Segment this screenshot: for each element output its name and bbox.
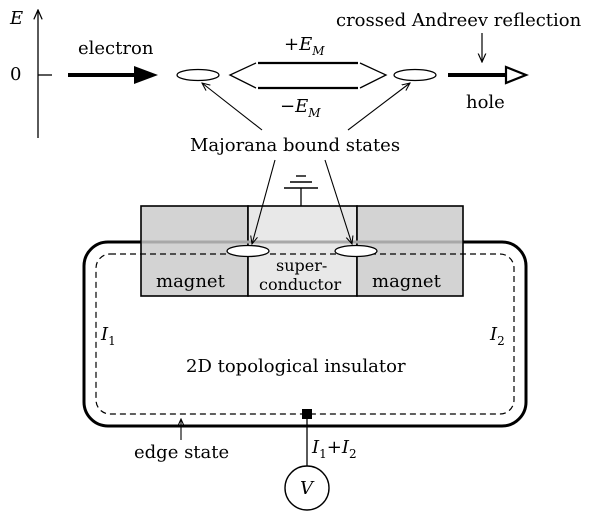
voltmeter <box>284 465 330 511</box>
hole-arrowhead <box>504 65 529 85</box>
majorana-states-label: Majorana bound states <box>190 135 400 156</box>
voltmeter-label: V <box>300 478 315 499</box>
superconductor-label-line2: conductor <box>259 275 341 294</box>
right-device-majorana <box>334 244 378 258</box>
left-device-majorana <box>226 244 270 258</box>
probe-contact <box>302 409 312 419</box>
superconductor-label-line1: super- <box>276 256 327 275</box>
left-coupling-bracket <box>228 62 257 89</box>
substrate-label: 2D topological insulator <box>186 356 406 377</box>
right-current-label: I2 <box>489 324 505 348</box>
pointer-label-to-left-top-state <box>202 83 263 131</box>
upper-level-label: +EM <box>284 34 325 58</box>
left-current-label: I1 <box>100 324 116 348</box>
edge-state-label: edge state <box>134 442 229 463</box>
right-coupling-bracket <box>359 62 388 89</box>
lead-current-label: I1+I2 <box>311 437 357 461</box>
pointer-label-to-left-device-state <box>252 159 276 244</box>
right-magnet-label: magnet <box>372 271 442 292</box>
hole-label: hole <box>466 92 505 113</box>
left-magnet-label: magnet <box>156 271 226 292</box>
electron-arrowhead <box>134 66 158 84</box>
lower-level-label: −EM <box>280 96 321 120</box>
pointer-label-to-right-device-state <box>324 159 352 244</box>
electron-label: electron <box>78 38 154 59</box>
zero-tick-label: 0 <box>10 64 21 85</box>
right-majorana-state <box>393 68 437 82</box>
crossed-andreev-label: crossed Andreev reflection <box>336 10 582 31</box>
left-majorana-state <box>176 68 220 82</box>
energy-axis-label: E <box>9 8 23 29</box>
pointer-label-to-right-top-state <box>347 83 410 131</box>
